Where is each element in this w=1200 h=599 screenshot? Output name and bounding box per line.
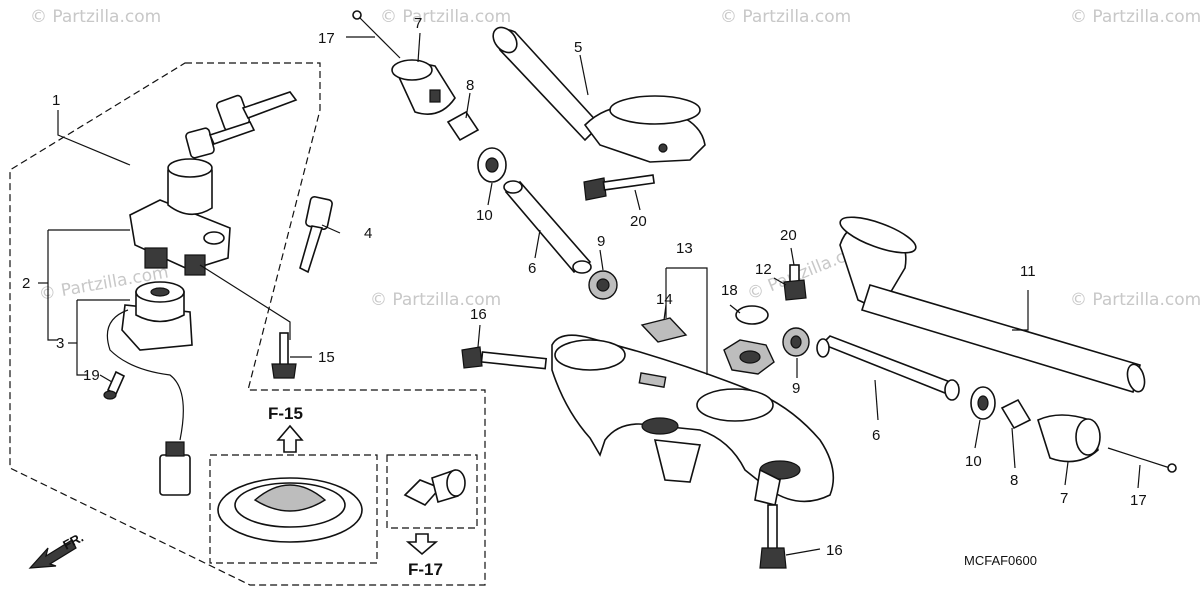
callout-17-right: 17: [1130, 492, 1147, 509]
watermark: © Partzilla.com: [380, 7, 511, 27]
watermark: © Partzilla.com: [1070, 290, 1200, 310]
nut-9-left: [588, 270, 618, 300]
clip-8-right: [1000, 398, 1032, 430]
callout-13: 13: [676, 240, 693, 257]
leader-lines: [38, 32, 1141, 556]
callout-19: 19: [83, 367, 100, 384]
ignition-switch: [129, 158, 231, 276]
callout-17-left: 17: [318, 30, 335, 47]
callout-9-left: 9: [597, 233, 605, 250]
ref-f17: F-17: [408, 560, 443, 579]
bolt-15: [271, 332, 297, 379]
callout-10-left: 10: [476, 207, 493, 224]
right-switch-housing: [1037, 414, 1177, 473]
callout-11: 11: [1020, 263, 1036, 280]
collar-10-left: [477, 147, 507, 183]
nut-9-right: [782, 327, 810, 357]
callout-20-right: 20: [780, 227, 797, 244]
callout-9-right: 9: [792, 380, 800, 397]
callout-8-right: 8: [1010, 472, 1018, 489]
callout-5: 5: [574, 39, 582, 56]
callout-18: 18: [721, 282, 738, 299]
ignition-keys: [185, 91, 298, 159]
ignition-group-boundary: [9, 62, 486, 586]
bolt-20-left: [583, 174, 655, 201]
diagram-code: MCFAF0600: [964, 553, 1037, 568]
stem-nut-18: [723, 305, 775, 375]
fuel-cap-inset: [217, 477, 363, 543]
callout-7-left: 7: [414, 15, 422, 32]
callout-4: 4: [364, 225, 372, 242]
ref-f15: F-15: [268, 404, 303, 423]
left-handlebar: [492, 26, 706, 163]
right-handlebar: [839, 216, 1146, 394]
key-cylinder: [106, 281, 193, 496]
key-blank: [299, 195, 333, 274]
callout-10-right: 10: [965, 453, 982, 470]
f17-arrow: [405, 533, 439, 556]
watermark: © Partzilla.com: [30, 7, 161, 27]
callout-12: 12: [755, 261, 772, 278]
callout-6-left: 6: [528, 260, 536, 277]
callout-7-right: 7: [1060, 490, 1068, 507]
bolt-16-lower: [759, 504, 787, 569]
callout-3: 3: [56, 335, 64, 352]
clip-8-left: [446, 110, 480, 142]
bolt-20-right: [783, 264, 807, 301]
f15-inset-box: [209, 454, 378, 564]
top-bridge: [551, 334, 835, 506]
bolt-16-upper: [461, 346, 548, 370]
screw-19: [103, 370, 126, 400]
front-arrow: [28, 539, 77, 569]
pad-14: [640, 317, 688, 343]
left-switch-housing: [352, 10, 456, 115]
callout-16-upper: 16: [470, 306, 487, 323]
callout-8-left: 8: [466, 77, 474, 94]
callout-20-left: 20: [630, 213, 647, 230]
weight-6-left: [503, 180, 592, 274]
watermark: © Partzilla.com: [370, 290, 501, 310]
watermark: © Partzilla.com: [720, 7, 851, 27]
weight-6-right: [816, 335, 960, 401]
callout-14: 14: [656, 291, 673, 308]
watermark: © Partzilla.com: [1070, 7, 1200, 27]
callout-15: 15: [318, 349, 335, 366]
f17-inset-box: [386, 454, 478, 529]
lock-mechanism-inset: [403, 469, 466, 506]
callout-2: 2: [22, 275, 30, 292]
callout-6-right: 6: [872, 427, 880, 444]
callout-1: 1: [52, 92, 60, 109]
f15-arrow: [276, 424, 304, 453]
collar-10-right: [970, 386, 996, 420]
callout-labels: 1 2 3 19 4 15 17 7 8 5 10 6 9 20 13 14 1…: [22, 15, 1147, 559]
callout-16-lower: 16: [826, 542, 843, 559]
